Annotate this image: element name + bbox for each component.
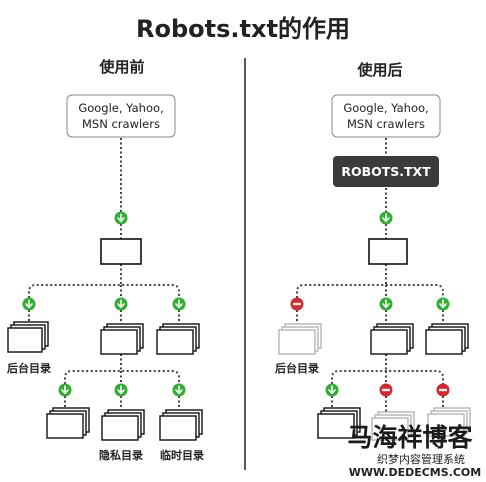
crawler-box-after	[331, 94, 441, 138]
heading-after: 使用后	[356, 61, 402, 79]
allow-icon	[114, 383, 128, 397]
label-private-dir: 隐私目录	[99, 448, 143, 462]
robots-txt-label: ROBOTS.TXT	[341, 164, 431, 179]
page-stack-icon	[156, 323, 200, 355]
allow-icon	[114, 211, 128, 225]
watermark-url: WWW.DEDECMS.COM	[349, 466, 481, 479]
panel-after: 使用后 Google, Yahoo, MSN crawlers ROBOTS.T…	[275, 61, 471, 441]
page-title: Robots.txt的作用	[136, 15, 350, 43]
allow-icon	[379, 297, 393, 311]
block-icon	[290, 297, 304, 311]
page-stack-icon	[46, 407, 90, 439]
block-icon	[436, 383, 450, 397]
watermark: 马海祥博客 织梦内容管理系统 WWW.DEDECMS.COM	[340, 423, 484, 480]
allow-icon	[114, 297, 128, 311]
panel-before: 使用前 Google, Yahoo, MSN crawlers	[7, 58, 204, 462]
connectors-after	[296, 138, 444, 412]
page-stack-icon-blocked	[278, 323, 322, 355]
page-stack-icon	[7, 321, 49, 353]
connectors-before	[28, 138, 180, 410]
page-stack-icon	[101, 409, 145, 441]
page-icon-root-before	[100, 238, 142, 265]
label-admin-dir-after: 后台目录	[275, 361, 319, 375]
robots-txt-box	[333, 156, 439, 187]
crawler-text-before-1: Google, Yahoo,	[78, 101, 163, 115]
allow-icon	[379, 211, 393, 225]
page-stack-icon	[100, 323, 144, 355]
allow-icon	[172, 297, 186, 311]
heading-before: 使用前	[98, 58, 144, 76]
allow-icon	[22, 297, 36, 311]
page-stack-icon-blocked	[371, 411, 415, 441]
allow-icon	[172, 383, 186, 397]
page-stack-icon	[425, 323, 469, 355]
crawler-box-before	[66, 94, 176, 138]
page-icon-root-after	[368, 238, 408, 265]
page-stack-icon	[159, 409, 203, 441]
label-admin-dir-before: 后台目录	[7, 361, 51, 375]
crawler-text-before-2: MSN crawlers	[82, 117, 160, 131]
label-temp-dir: 临时目录	[160, 448, 204, 462]
block-icon	[379, 383, 393, 397]
crawler-text-after-1: Google, Yahoo,	[343, 101, 428, 115]
watermark-main: 马海祥博客	[347, 423, 472, 452]
page-stack-icon	[317, 407, 361, 439]
crawler-text-after-2: MSN crawlers	[347, 117, 425, 131]
page-stack-icon-blocked	[427, 407, 471, 437]
allow-icon	[58, 383, 72, 397]
allow-icon	[436, 297, 450, 311]
page-stack-icon	[370, 323, 414, 355]
allow-icon	[325, 383, 339, 397]
watermark-sub: 织梦内容管理系统	[377, 452, 465, 466]
watermark-band	[340, 452, 484, 480]
